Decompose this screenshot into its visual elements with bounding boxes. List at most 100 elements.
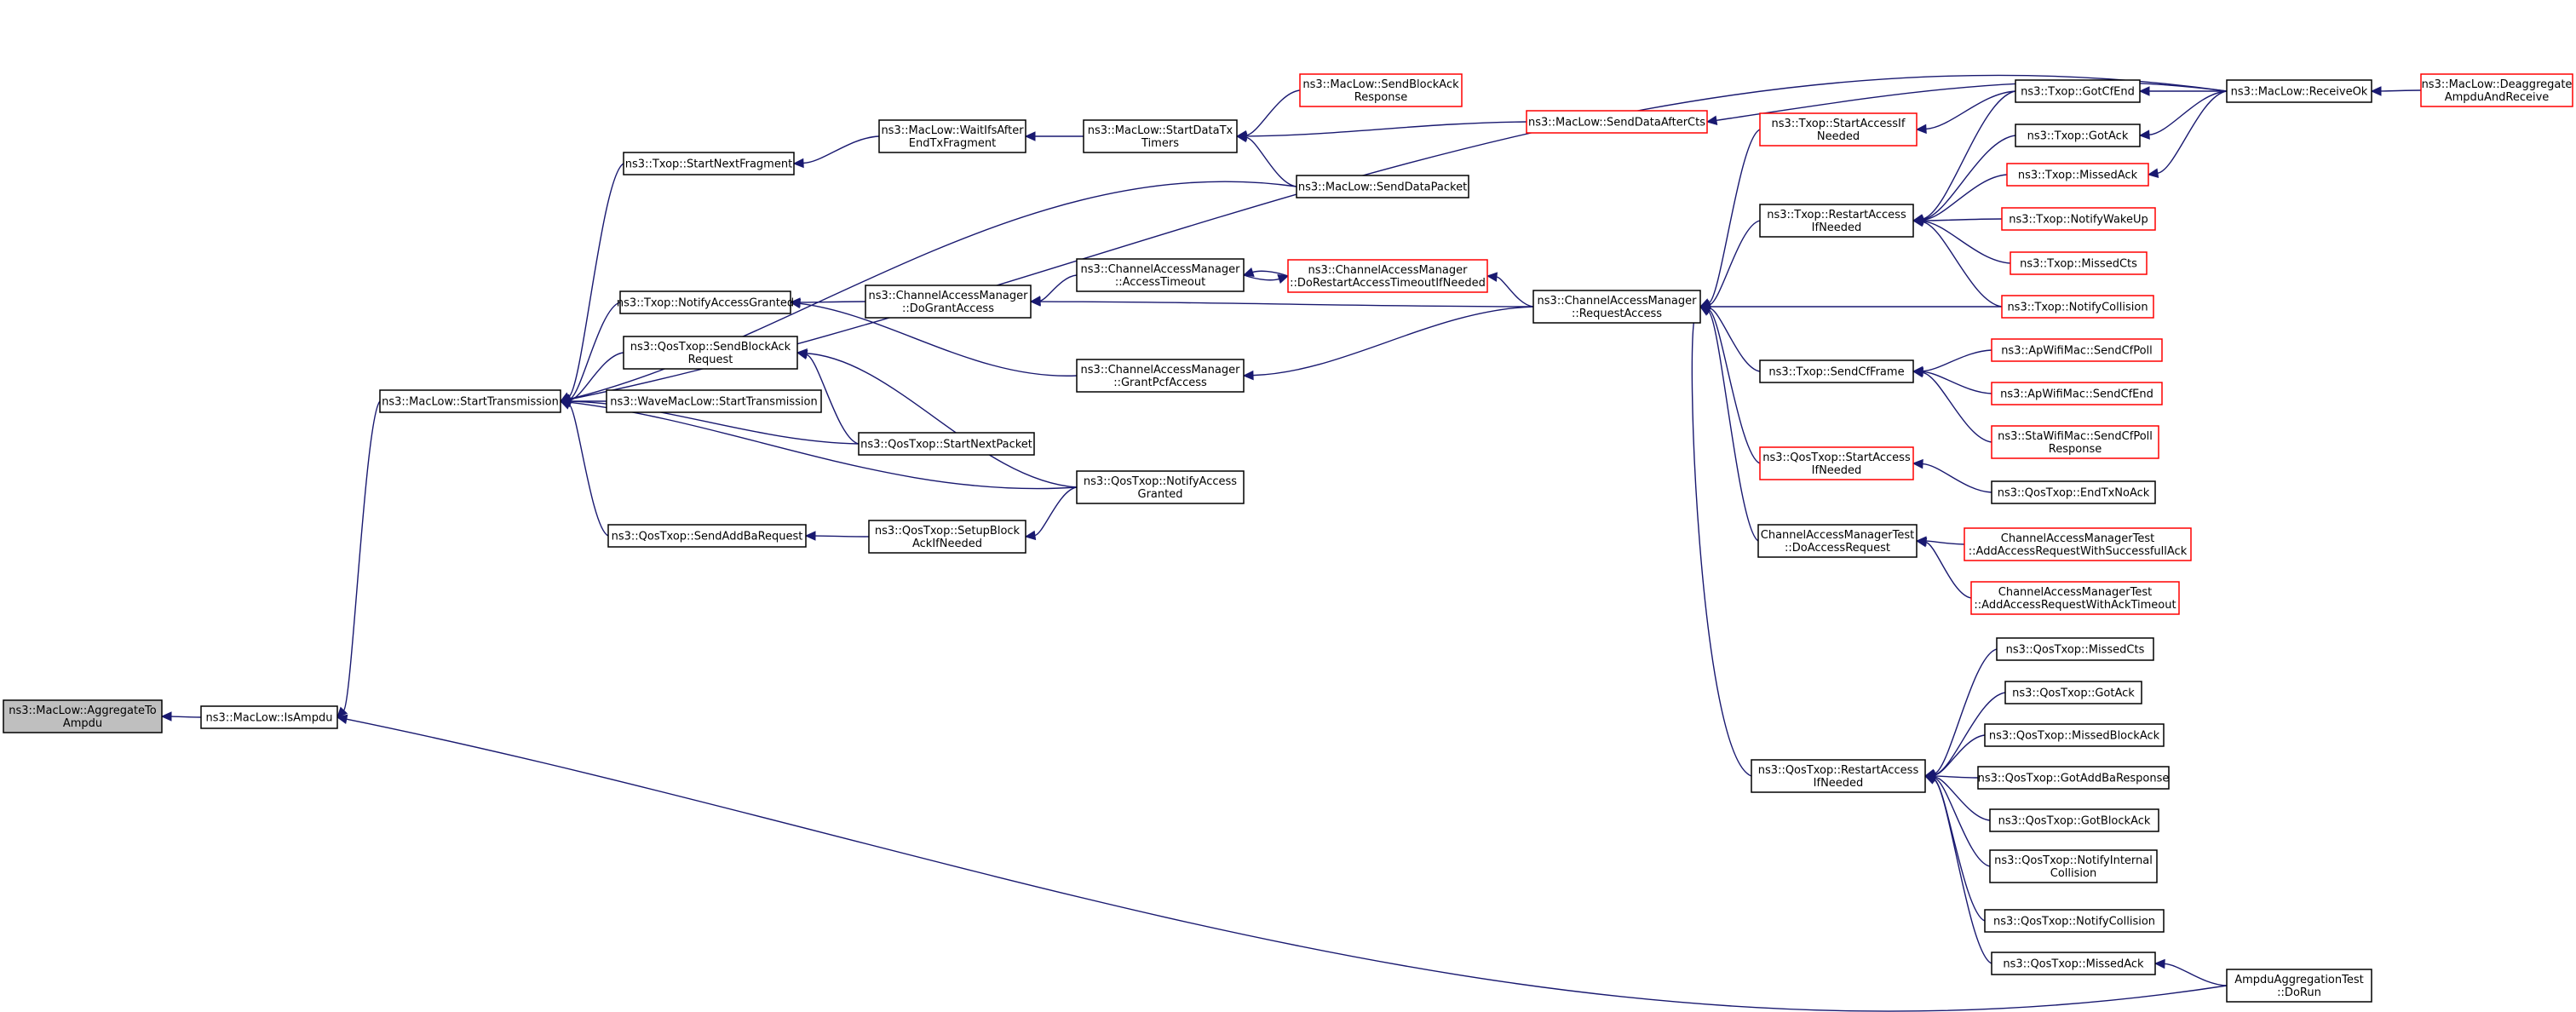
- graph-node[interactable]: ns3::QosTxop::MissedAck: [1991, 952, 2156, 975]
- graph-edge: [1245, 136, 1297, 187]
- graph-node[interactable]: ns3::QosTxop::StartNextPacket: [858, 432, 1035, 456]
- node-label: ns3::QosTxop::StartAccess: [1762, 451, 1911, 464]
- node-label: ::DoGrantAccess: [902, 302, 994, 315]
- graph-node[interactable]: ns3::QosTxop::GotAck: [2004, 681, 2142, 704]
- graph-edge: [1252, 270, 1289, 277]
- node-box: [1991, 338, 2163, 362]
- graph-node[interactable]: ns3::ApWifiMac::SendCfPoll: [1991, 338, 2163, 362]
- node-label: ns3::QosTxop::GotBlockAck: [1998, 815, 2151, 828]
- graph-edge: [802, 135, 880, 164]
- graph-node[interactable]: ns3::QosTxop::NotifyAccessGranted: [1076, 470, 1245, 504]
- node-label: ns3::Txop::GotCfEnd: [2021, 86, 2135, 99]
- node-box: [2004, 681, 2142, 704]
- graph-node[interactable]: ns3::Txop::NotifyAccessGranted: [617, 290, 794, 314]
- graph-node[interactable]: ns3::Txop::GotCfEnd: [2015, 79, 2141, 103]
- graph-node[interactable]: ChannelAccessManagerTest::DoAccessReques…: [1757, 524, 1918, 558]
- graph-node[interactable]: ns3::QosTxop::EndTxNoAck: [1991, 480, 2156, 504]
- graph-node[interactable]: ns3::Txop::NotifyCollision: [2001, 295, 2154, 319]
- node-box: [2420, 73, 2573, 107]
- edge-arrowhead: [160, 711, 172, 722]
- graph-node[interactable]: ns3::MacLow::SendDataAfterCts: [1526, 110, 1708, 134]
- graph-edge: [806, 354, 860, 445]
- graph-node[interactable]: ns3::QosTxop::MissedBlockAck: [1984, 723, 2165, 747]
- node-label: ::AddAccessRequestWithSuccessfullAck: [1969, 545, 2188, 558]
- graph-edge: [2164, 963, 2228, 986]
- node-label: ns3::QosTxop::NotifyCollision: [1993, 916, 2155, 929]
- graph-node[interactable]: ns3::WaveMacLow::StartTransmission: [606, 389, 822, 413]
- graph-node[interactable]: ns3::QosTxop::NotifyCollision: [1984, 909, 2165, 933]
- node-label: ns3::ChannelAccessManager: [1081, 263, 1241, 276]
- graph-edge: [1245, 121, 1527, 137]
- node-label: ns3::ApWifiMac::SendCfEnd: [2000, 388, 2153, 401]
- node-label: ns3::MacLow::IsAmpdu: [206, 712, 333, 725]
- node-box: [1970, 581, 2180, 615]
- node-label: ns3::Txop::MissedCts: [2020, 258, 2137, 271]
- graph-node[interactable]: ns3::QosTxop::SendAddBaRequest: [607, 524, 807, 548]
- graph-node[interactable]: ns3::Txop::SendCfFrame: [1759, 359, 1914, 383]
- node-box: [1299, 73, 1463, 107]
- graph-node[interactable]: ns3::ChannelAccessManager::RequestAccess: [1532, 290, 1701, 324]
- node-label: ns3::QosTxop::SetupBlock: [875, 525, 1021, 538]
- node-box: [1751, 759, 1926, 793]
- node-label: Needed: [1817, 130, 1860, 143]
- node-label: Granted: [1138, 488, 1183, 501]
- graph-node[interactable]: ns3::Txop::MissedCts: [2010, 251, 2148, 275]
- graph-node[interactable]: ns3::QosTxop::GotAddBaResponse: [1977, 766, 2170, 790]
- graph-node[interactable]: ns3::QosTxop::GotBlockAck: [1989, 808, 2159, 832]
- graph-edge: [1934, 648, 1998, 774]
- graph-node[interactable]: ns3::Txop::StartNextFragment: [623, 152, 795, 175]
- graph-edge: [1925, 540, 1965, 545]
- node-label: ns3::StaWifiMac::SendCfPoll: [1998, 430, 2153, 443]
- graph-edge: [1934, 776, 1991, 821]
- graph-node[interactable]: ns3::QosTxop::MissedCts: [1996, 637, 2154, 661]
- graph-node[interactable]: ns3::ChannelAccessManager::DoRestartAcce…: [1287, 259, 1488, 293]
- node-label: ns3::Txop::MissedAck: [2018, 170, 2138, 182]
- node-label: ns3::MacLow::StartTransmission: [382, 396, 559, 409]
- edge-arrowhead: [559, 394, 572, 405]
- node-box: [1759, 112, 1918, 147]
- graph-node[interactable]: ns3::MacLow::ReceiveOk: [2226, 79, 2372, 103]
- graph-node[interactable]: ns3::ChannelAccessManager::DoGrantAccess: [865, 285, 1032, 319]
- node-box: [1532, 290, 1701, 324]
- graph-edge: [1034, 486, 1078, 537]
- graph-node[interactable]: ns3::MacLow::StartTransmission: [379, 389, 561, 413]
- node-label: ::GrantPcfAccess: [1113, 377, 1207, 389]
- graph-edge: [1922, 463, 1992, 493]
- graph-node[interactable]: ChannelAccessManagerTest::AddAccessReque…: [1970, 581, 2180, 615]
- graph-edge: [1925, 90, 2016, 130]
- graph-node[interactable]: ns3::Txop::GotAck: [2015, 124, 2141, 147]
- graph-node[interactable]: ns3::ChannelAccessManager::AccessTimeout: [1076, 258, 1245, 292]
- graph-edge: [1708, 129, 1761, 304]
- graph-node[interactable]: ChannelAccessManagerTest::AddAccessReque…: [1964, 527, 2192, 561]
- graph-node[interactable]: ns3::Txop::MissedAck: [2006, 163, 2149, 187]
- node-label: ns3::QosTxop::NotifyInternal: [1994, 854, 2153, 867]
- edges-layer: [160, 74, 2422, 1012]
- graph-node[interactable]: AmpduAggregationTest::DoRun: [2226, 969, 2372, 1003]
- graph-edge: [1925, 541, 1972, 599]
- graph-node[interactable]: ns3::MacLow::SendDataPacket: [1296, 175, 1469, 198]
- node-box: [2001, 295, 2154, 319]
- node-label: IfNeeded: [1814, 777, 1864, 790]
- graph-node[interactable]: ns3::ApWifiMac::SendCfEnd: [1991, 382, 2163, 405]
- node-label: ns3::Txop::RestartAccess: [1767, 209, 1906, 221]
- edge-arrowhead: [1024, 131, 1036, 141]
- graph-edge: [1709, 307, 1761, 372]
- graph-node[interactable]: ns3::Txop::NotifyWakeUp: [2001, 207, 2156, 231]
- graph-node[interactable]: ns3::MacLow::IsAmpdu: [200, 705, 338, 729]
- edge-arrowhead: [1915, 537, 1928, 548]
- graph-node[interactable]: ns3::ChannelAccessManager::GrantPcfAcces…: [1076, 359, 1245, 393]
- node-label: ns3::QosTxop::EndTxNoAck: [1998, 487, 2150, 500]
